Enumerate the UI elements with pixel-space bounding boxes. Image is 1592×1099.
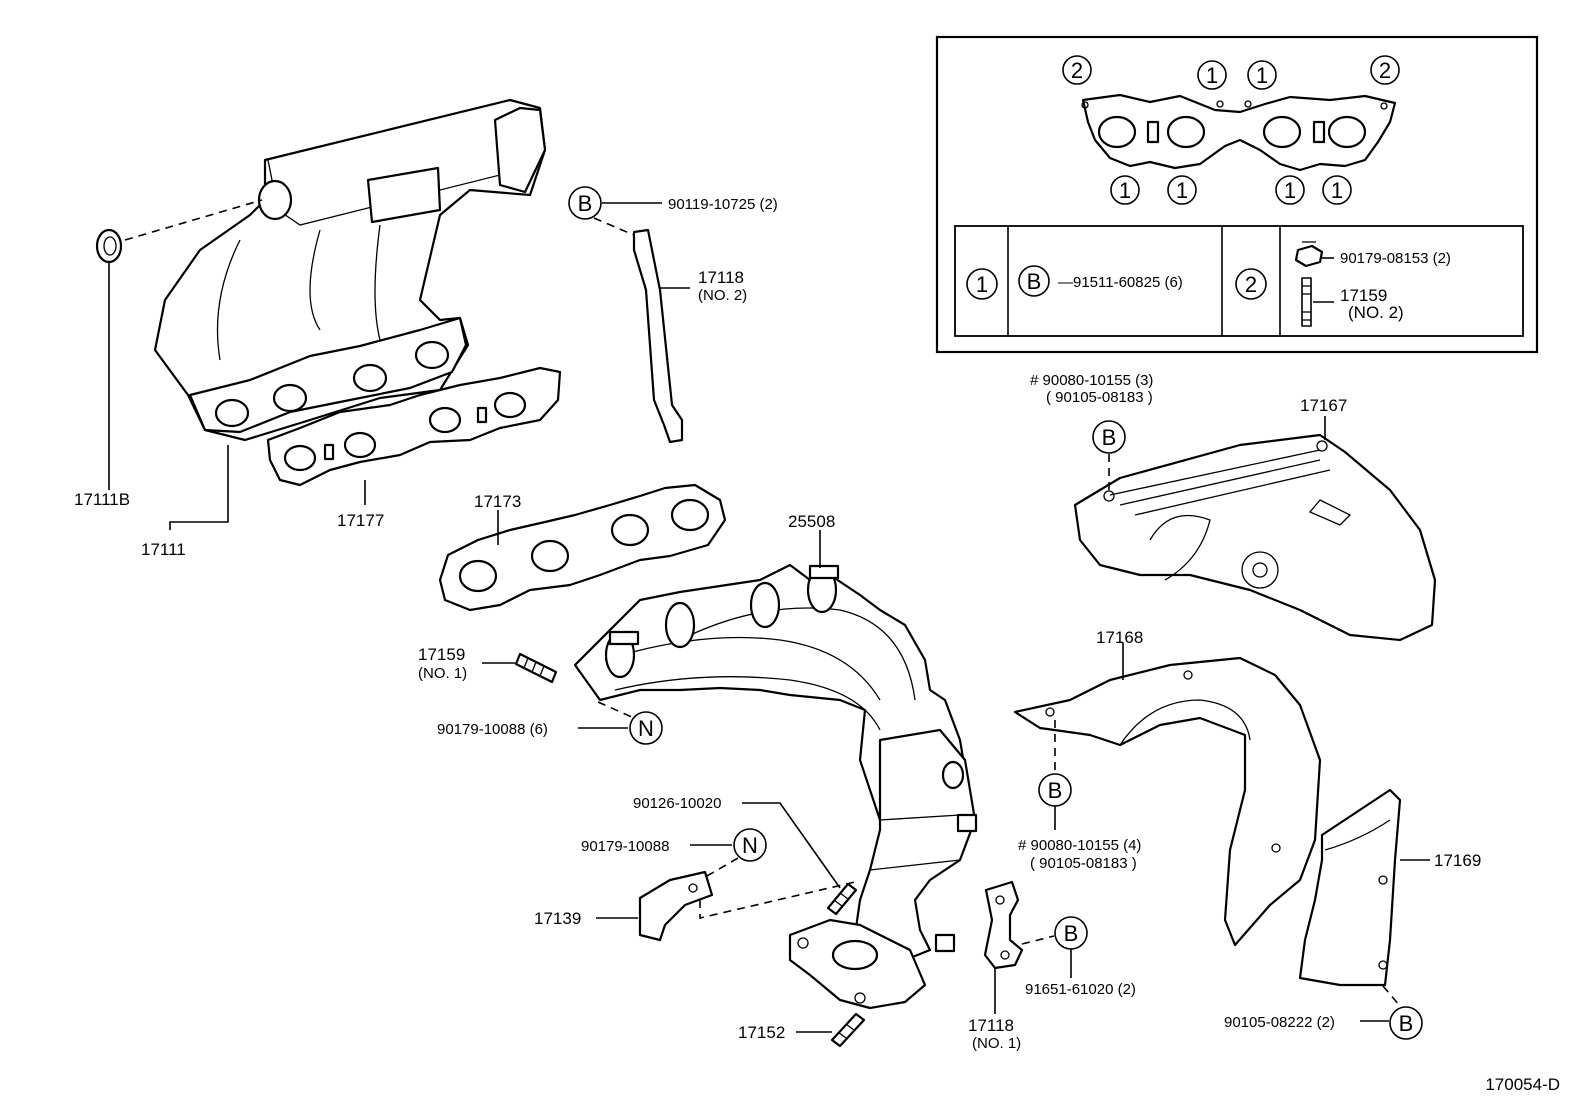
gasket-17173 bbox=[438, 483, 727, 612]
svg-text:1: 1 bbox=[1206, 63, 1218, 88]
legend-key-one: 1 bbox=[966, 268, 998, 300]
label-17173: 17173 bbox=[474, 492, 521, 511]
label-17118-no2-note: (NO. 2) bbox=[698, 287, 747, 304]
svg-text:N: N bbox=[638, 716, 654, 741]
heat-insulator-17169 bbox=[1298, 788, 1402, 987]
bolt-symbol-90119: B bbox=[568, 186, 602, 220]
label-17139: 17139 bbox=[534, 909, 581, 928]
label-25508: 25508 bbox=[788, 512, 835, 531]
stud-17159-no1 bbox=[514, 652, 558, 684]
svg-text:B: B bbox=[1064, 921, 1079, 946]
inset-marker-one-bottom-3: 1 bbox=[1275, 175, 1305, 205]
leader-90126 bbox=[742, 802, 841, 889]
label-17118-no1: 17118 bbox=[968, 1016, 1014, 1035]
label-17177: 17177 bbox=[337, 511, 384, 530]
svg-text:1: 1 bbox=[1284, 178, 1296, 203]
inset-marker-two-left: 2 bbox=[1062, 55, 1092, 85]
label-17168: 17168 bbox=[1096, 628, 1143, 647]
svg-text:B: B bbox=[578, 191, 593, 216]
bolt-symbol-90080-3: B bbox=[1092, 420, 1126, 454]
svg-text:B: B bbox=[1048, 778, 1063, 803]
legend-row2-stud-part: 17159 bbox=[1340, 286, 1387, 305]
svg-text:1: 1 bbox=[1256, 63, 1268, 88]
legend-row1-part: —91511-60825 (6) bbox=[1058, 274, 1183, 291]
label-90080-4: # 90080-10155 (4) bbox=[1018, 837, 1141, 854]
label-17169: 17169 bbox=[1434, 851, 1481, 870]
bracket-17139 bbox=[638, 870, 714, 942]
legend-row2-stud-note: (NO. 2) bbox=[1348, 303, 1404, 322]
label-17167: 17167 bbox=[1300, 396, 1347, 415]
gasket-17177 bbox=[266, 366, 562, 487]
exhaust-manifold-25508 bbox=[573, 563, 978, 1010]
label-90179-10088: 90179-10088 bbox=[581, 838, 669, 855]
inset-marker-one-top-1: 1 bbox=[1197, 60, 1227, 90]
diagram-id: 170054-D bbox=[1485, 1075, 1560, 1094]
legend-stud-icon bbox=[1301, 277, 1312, 327]
label-90105-3: ( 90105-08183 ) bbox=[1046, 389, 1153, 406]
inset-marker-one-bottom-1: 1 bbox=[1110, 175, 1140, 205]
legend-row2-nut-part: 90179-08153 (2) bbox=[1340, 250, 1451, 267]
nut-symbol-90179-10088: N bbox=[733, 828, 767, 862]
inset-gasket-illustration bbox=[1081, 93, 1397, 172]
inset-marker-one-top-2: 1 bbox=[1247, 60, 1277, 90]
label-90080-3: # 90080-10155 (3) bbox=[1030, 372, 1153, 389]
inset-legend-table: 1 B —91511-60825 (6) 2 90179-08153 (2) bbox=[954, 225, 1524, 337]
label-90126: 90126-10020 bbox=[633, 795, 721, 812]
label-90105-08222: 90105-08222 (2) bbox=[1224, 1014, 1335, 1031]
svg-text:2: 2 bbox=[1379, 58, 1391, 83]
legend-nut-icon bbox=[1294, 241, 1324, 268]
intake-manifold-17111 bbox=[153, 98, 547, 442]
label-17111b: 17111B bbox=[74, 490, 130, 509]
leader-17111 bbox=[169, 445, 229, 530]
label-91651: 91651-61020 (2) bbox=[1025, 981, 1136, 998]
label-17118-no1-note: (NO. 1) bbox=[972, 1035, 1021, 1052]
svg-text:1: 1 bbox=[1119, 178, 1131, 203]
o-ring-17111b bbox=[95, 228, 123, 264]
manifold-stay-17118-no2 bbox=[632, 228, 684, 444]
svg-text:1: 1 bbox=[976, 272, 988, 297]
svg-text:2: 2 bbox=[1245, 272, 1257, 297]
label-17152: 17152 bbox=[738, 1023, 785, 1042]
svg-text:N: N bbox=[742, 833, 758, 858]
svg-text:1: 1 bbox=[1331, 178, 1343, 203]
inset-marker-two-right: 2 bbox=[1370, 55, 1400, 85]
label-90179-10088-6: 90179-10088 (6) bbox=[437, 721, 548, 738]
label-17111: 17111 bbox=[141, 540, 186, 559]
inset-panel: 2 1 1 2 1 1 1 1 bbox=[935, 35, 1539, 354]
label-90105-4: ( 90105-08183 ) bbox=[1030, 855, 1137, 872]
svg-text:1: 1 bbox=[1176, 178, 1188, 203]
o-ring-guide-line bbox=[124, 199, 263, 241]
bolt-symbol-90080-4: B bbox=[1038, 773, 1072, 807]
svg-text:B: B bbox=[1102, 425, 1117, 450]
inset-marker-one-bottom-4: 1 bbox=[1322, 175, 1352, 205]
bolt-symbol-91651: B bbox=[1054, 916, 1088, 950]
svg-text:B: B bbox=[1399, 1011, 1414, 1036]
legend-key-two: 2 bbox=[1235, 268, 1267, 300]
legend-bolt-symbol: B bbox=[1018, 265, 1050, 297]
manifold-stay-17118-no1 bbox=[983, 880, 1024, 970]
bolt-symbol-90105-08222: B bbox=[1389, 1006, 1423, 1040]
label-17159-no1-note: (NO. 1) bbox=[418, 665, 467, 682]
svg-text:2: 2 bbox=[1071, 58, 1083, 83]
heat-insulator-17168 bbox=[1013, 656, 1322, 947]
stud-90126-10020 bbox=[826, 882, 858, 916]
stud-17152 bbox=[830, 1012, 866, 1048]
nut-symbol-90179-10088-6: N bbox=[629, 711, 663, 745]
label-17118-no2: 17118 bbox=[698, 268, 744, 287]
heat-insulator-17167 bbox=[1073, 433, 1437, 642]
inset-marker-one-bottom-2: 1 bbox=[1167, 175, 1197, 205]
label-90119: 90119-10725 (2) bbox=[668, 196, 778, 213]
label-17159-no1: 17159 bbox=[418, 645, 465, 664]
legend-bolt-symbol-text: B bbox=[1027, 269, 1042, 294]
